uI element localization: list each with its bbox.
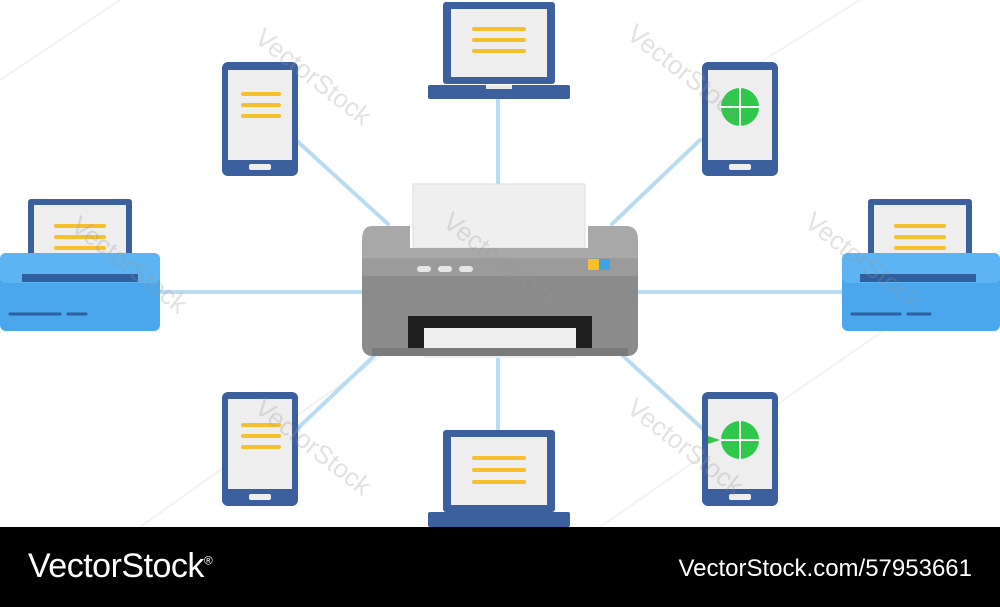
registered-mark: ®	[203, 553, 213, 568]
document-lines	[472, 456, 526, 484]
connector-tablet-bottom-right	[620, 353, 706, 432]
connector-tablet-top-left	[294, 138, 390, 226]
tablet-top-left	[222, 62, 298, 176]
pie-chart-icon	[708, 421, 759, 459]
home-button	[249, 164, 271, 170]
home-button	[729, 494, 751, 500]
scanner-left	[0, 199, 160, 331]
footer-image-id: VectorStock.com/57953661	[678, 555, 972, 582]
connector-tablet-bottom-left	[294, 353, 377, 432]
footer-brand-logo: VectorStock®	[28, 547, 213, 586]
document-lines	[894, 224, 946, 250]
tablet-top-right	[702, 62, 778, 176]
printer-button	[438, 266, 452, 272]
network-printing-diagram	[0, 0, 1000, 527]
printer-led-blue	[599, 259, 610, 270]
printer-led-yellow	[588, 259, 599, 270]
connector-tablet-top-right	[610, 138, 702, 226]
printer-icon	[362, 183, 638, 358]
connectors	[158, 98, 844, 434]
pie-chart-icon	[721, 88, 759, 126]
laptop-bottom	[428, 430, 570, 527]
laptop-top	[428, 2, 570, 99]
printer-button	[417, 266, 431, 272]
scanner-right	[842, 199, 1000, 331]
document-lines	[241, 423, 281, 449]
footer-bar: VectorStock® VectorStock.com/57953661	[0, 527, 1000, 607]
home-button	[249, 494, 271, 500]
home-button	[729, 164, 751, 170]
tablet-bottom-right	[702, 392, 778, 506]
document-lines	[241, 92, 281, 118]
printer-button	[459, 266, 473, 272]
brand-name: VectorStock	[28, 547, 204, 585]
document-lines	[54, 224, 106, 250]
tablet-bottom-left	[222, 392, 298, 506]
document-lines	[472, 27, 526, 53]
